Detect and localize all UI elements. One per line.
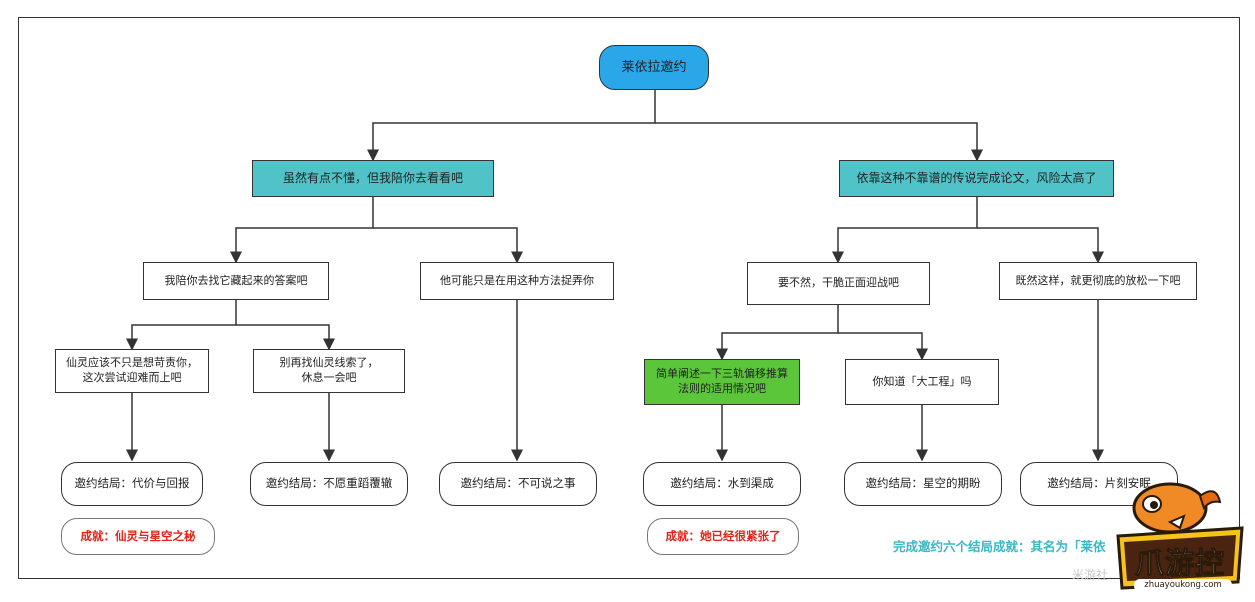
ending-label-6: 邀约结局：片刻安眠 xyxy=(1047,476,1151,491)
rl-right-label: 你知道「大工程」吗 xyxy=(872,374,972,388)
ll-left-line2: 这次尝试迎难而上吧 xyxy=(82,371,182,384)
ll-left-node: 仙灵应该不只是想苛责你， 这次尝试迎难而上吧 xyxy=(55,349,209,393)
achievement-label-2: 成就：她已经很紧张了 xyxy=(665,528,781,543)
ending-node-5: 邀约结局：星空的期盼 xyxy=(844,462,1002,506)
ending-label-5: 邀约结局：星空的期盼 xyxy=(865,476,981,491)
right-right-node: 既然这样，就更彻底的放松一下吧 xyxy=(999,262,1197,300)
right-left-label: 要不然，干脆正面迎战吧 xyxy=(778,276,899,290)
diagram-frame xyxy=(18,17,1240,579)
ending-node-3: 邀约结局：不可说之事 xyxy=(439,462,597,506)
left-right-node: 他可能只是在用这种方法捉弄你 xyxy=(420,262,614,300)
watermark-text: 米游社 xyxy=(1072,568,1109,582)
root-node: 莱依拉邀约 xyxy=(599,45,709,90)
right-left-node: 要不然，干脆正面迎战吧 xyxy=(747,262,930,305)
ending-label-1: 邀约结局：代价与回报 xyxy=(74,476,190,491)
ending-node-2: 邀约结局：不愿重蹈覆辙 xyxy=(250,462,408,506)
footer-note: 完成邀约六个结局成就：其名为「莱依 xyxy=(893,539,1106,554)
left-left-node: 我陪你去找它藏起来的答案吧 xyxy=(143,262,329,300)
left-branch-label: 虽然有点不懂，但我陪你去看看吧 xyxy=(282,171,463,186)
ending-label-3: 邀约结局：不可说之事 xyxy=(460,476,576,491)
right-branch-label: 依靠这种不靠谱的传说完成论文，风险太高了 xyxy=(856,171,1097,186)
right-right-label: 既然这样，就更彻底的放松一下吧 xyxy=(1015,273,1181,287)
ll-right-line2: 休息一会吧 xyxy=(301,371,357,384)
rl-left-line1: 简单阐述一下三轨偏移推算 xyxy=(656,367,788,381)
achievement-badge-1: 成就：仙灵与星空之秘 xyxy=(61,518,215,555)
right-branch-node: 依靠这种不靠谱的传说完成论文，风险太高了 xyxy=(839,160,1114,197)
root-label: 莱依拉邀约 xyxy=(621,59,687,75)
ll-right-line1: 别再找仙灵线索了， xyxy=(279,356,379,370)
rl-right-node: 你知道「大工程」吗 xyxy=(845,359,999,405)
ending-node-4: 邀约结局：水到渠成 xyxy=(643,462,801,506)
left-branch-node: 虽然有点不懂，但我陪你去看看吧 xyxy=(252,160,494,197)
achievement-label-1: 成就：仙灵与星空之秘 xyxy=(80,528,196,543)
left-right-label: 他可能只是在用这种方法捉弄你 xyxy=(440,273,594,287)
logo-mascot-icon xyxy=(1116,482,1244,590)
logo-text: 爪游控 xyxy=(1134,546,1225,581)
achievement-badge-2: 成就：她已经很紧张了 xyxy=(647,518,799,555)
ending-label-2: 邀约结局：不愿重蹈覆辙 xyxy=(265,476,393,491)
ll-right-node: 别再找仙灵线索了， 休息一会吧 xyxy=(253,349,405,393)
ll-left-line1: 仙灵应该不只是想苛责你， xyxy=(66,356,198,370)
rl-left-line2: 法则的适用情况吧 xyxy=(678,382,766,395)
ending-node-1: 邀约结局：代价与回报 xyxy=(61,462,203,506)
rl-left-node: 简单阐述一下三轨偏移推算 法则的适用情况吧 xyxy=(644,359,800,405)
left-left-label: 我陪你去找它藏起来的答案吧 xyxy=(164,273,308,287)
ending-label-4: 邀约结局：水到渠成 xyxy=(670,476,774,491)
site-logo: 爪游控 zhuayoukong.com xyxy=(1112,478,1248,598)
logo-url: zhuayoukong.com xyxy=(1134,579,1232,592)
